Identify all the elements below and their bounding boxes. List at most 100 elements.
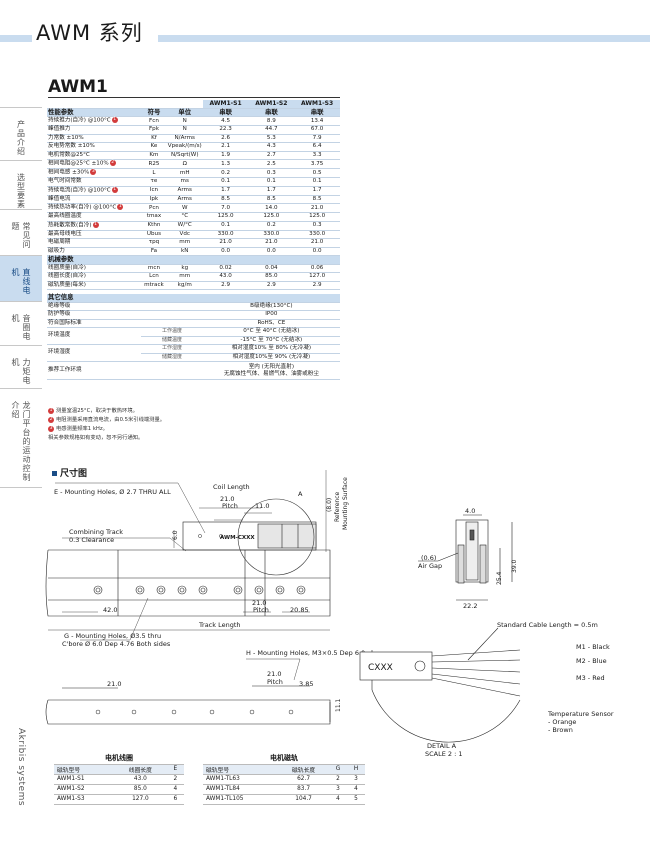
note-text: 相关参数规格如有变动，恕不另行通知。 (48, 435, 144, 441)
param-value: 7.9 (294, 134, 340, 144)
param-value: 4.5 (202, 116, 249, 127)
param-value: 0.3 (248, 168, 295, 179)
detail-a-title: DETAIL A (427, 742, 457, 750)
track-table-caption: 电机磁轨 (203, 752, 365, 765)
brand-name: Akribis systems (16, 728, 26, 807)
dim-42: 42.0 (103, 606, 117, 614)
recommended-label: 推荐工作环境 (47, 361, 203, 381)
param-unit: mm (166, 238, 203, 248)
param-unit: N (166, 116, 203, 127)
param-value: 0.04 (248, 264, 295, 274)
env-temp-work: 0°C 至 40°C (无结冰) (202, 327, 340, 337)
param-value: 85.0 (248, 272, 295, 282)
side-tab-linear-motor[interactable]: 直线电机 (0, 255, 42, 301)
m1-label: M1 - Black (576, 643, 610, 651)
table-cell: AWM1-S2 (54, 784, 115, 795)
note-text: 电感测量频率1 kHz。 (56, 426, 108, 432)
info-name: 防护等级 (47, 310, 203, 320)
table-cell: 4 (347, 784, 365, 795)
info-value: B级绝缘(130°C) (202, 302, 340, 312)
param-value: 2.9 (294, 281, 340, 291)
param-symbol: L (141, 168, 167, 179)
note-marker: 1 (48, 407, 54, 414)
param-unit: Vdc (166, 230, 203, 240)
note-marker: 1 (111, 117, 118, 124)
dim-4: 4.0 (465, 507, 475, 515)
m3-label: M3 - Red (576, 674, 605, 682)
param-value: 5.3 (248, 134, 295, 144)
track-header: H (347, 764, 365, 775)
table-cell: 4 (328, 794, 348, 805)
param-symbol: Ipk (141, 195, 167, 205)
env-temp-store-label: 储藏温度 (141, 336, 203, 346)
param-value: 14.0 (248, 203, 295, 214)
dim-0-6: (0.6) (421, 554, 436, 562)
detail-a-label: A (298, 490, 303, 498)
param-symbol: Fpk (141, 125, 167, 135)
pitch-h: Pitch (267, 678, 283, 686)
dim-11: 11.0 (255, 502, 269, 510)
param-symbol: Kthn (141, 221, 167, 231)
wiring-s2: 串联 (248, 108, 295, 118)
param-name-cell: 最高母线电压 (47, 230, 142, 240)
table-cell: AWM1-S3 (54, 794, 115, 805)
table-row: 磁轨型号 线圈长度 E (54, 764, 184, 775)
coil-table-caption: 电机线圈 (54, 752, 184, 765)
track-body (45, 549, 331, 617)
param-value: 13.4 (294, 116, 340, 127)
spec-col-s3: AWM1-S3 (294, 100, 340, 109)
param-value: 0.2 (202, 168, 249, 179)
side-tab-label: 常见问题 (11, 222, 31, 249)
info-name: 符合国际标准 (47, 319, 203, 329)
param-symbol: Km (141, 151, 167, 161)
side-tab-product-intro[interactable]: 产品介绍 (0, 107, 42, 160)
param-value: 6.4 (294, 142, 340, 152)
param-name: 最高母线电压 (48, 230, 82, 237)
coil-cable-end (257, 523, 317, 549)
param-value: 8.5 (248, 195, 295, 205)
param-name-cell: 反电势常数 ±10% (47, 142, 142, 152)
side-tab-faq[interactable]: 常见问题 (0, 209, 42, 255)
param-symbol: mcn (141, 264, 167, 274)
coil-header: E (166, 764, 184, 775)
param-unit: W (166, 203, 203, 214)
side-tab-voice-coil[interactable]: 音圈电机 (0, 301, 42, 345)
air-gap-label: Air Gap (418, 562, 442, 570)
temp-sensor-2: - Orange (548, 718, 576, 726)
param-value: 0.0 (248, 247, 295, 257)
param-name-cell: 热耗散常数(自冷)1 (47, 221, 142, 231)
param-symbol: Fcn (141, 116, 167, 127)
param-value: 0.06 (294, 264, 340, 274)
param-symbol: Pcn (141, 203, 167, 214)
table-row: 环境温度 工作温度 0°C 至 40°C (无结冰) (47, 327, 340, 346)
param-name: 电磁周期 (48, 239, 71, 246)
table-cell: 62.7 (278, 774, 329, 785)
side-tab-torque-motor[interactable]: 力矩电机 (0, 345, 42, 388)
param-value: 22.3 (202, 125, 249, 135)
param-value: 0.02 (202, 264, 249, 274)
param-value: 2.7 (248, 151, 295, 161)
temp-sensor-1: Temperature Sensor (547, 710, 614, 718)
param-symbol: Icn (141, 186, 167, 196)
param-name: 线圈质量(自冷) (47, 264, 142, 274)
spec-header-blank (166, 100, 203, 109)
table-cell: 83.7 (278, 784, 329, 795)
param-value: 43.0 (202, 272, 249, 282)
env-temp-store: -15°C 至 70°C (无结冰) (202, 336, 340, 346)
table-cell: 6 (166, 794, 184, 805)
recommended-value: 室内 (无阳光直射) 无腐蚀性气体、易燃气体、油雾或粉尘 (202, 361, 340, 381)
side-tab-gantry-control[interactable]: 龙门平台的运动控制介绍 (0, 388, 42, 488)
series-title: AWM 系列 (36, 21, 143, 45)
side-tab-selection[interactable]: 选型要素 (0, 160, 42, 209)
